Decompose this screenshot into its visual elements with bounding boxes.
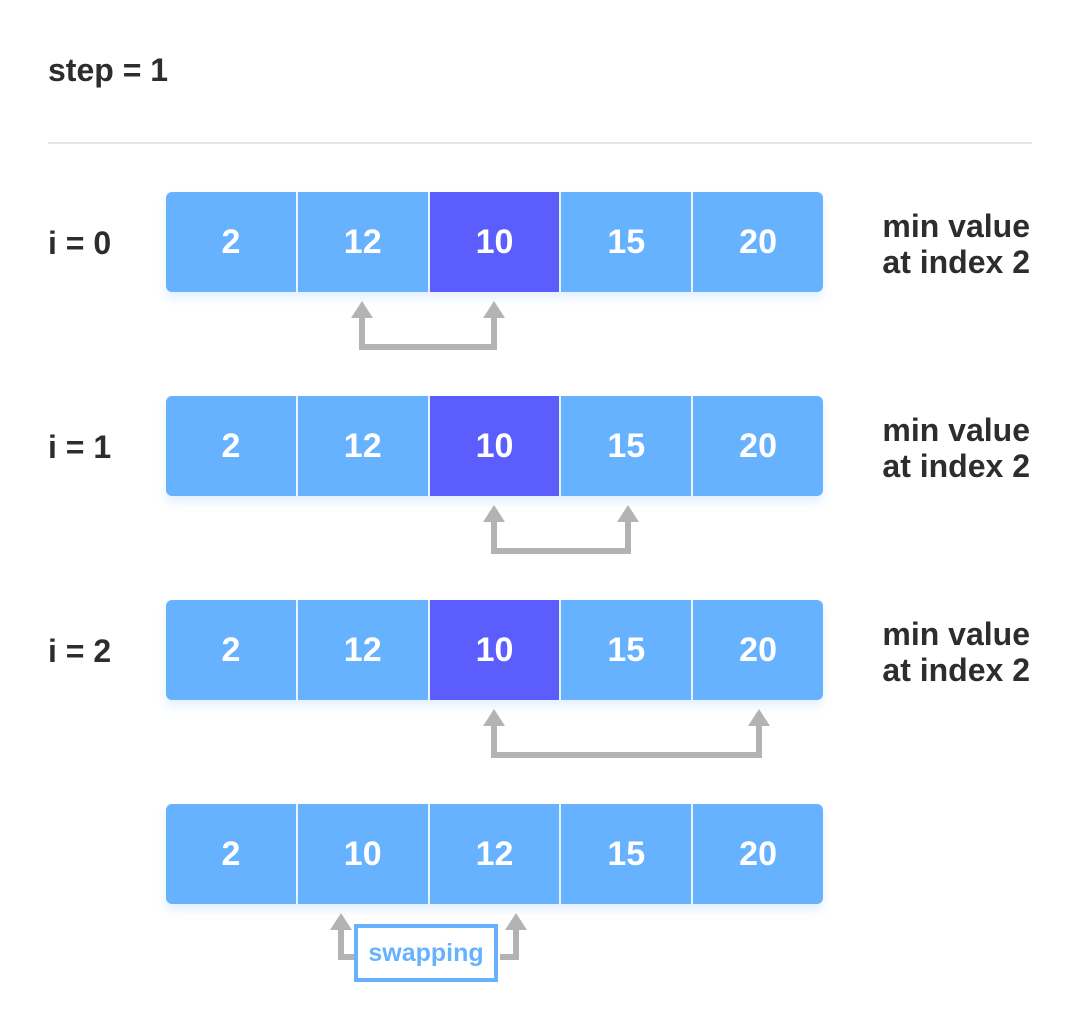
array-cell: 15 xyxy=(561,192,694,292)
min-note-line1: min value xyxy=(882,412,1030,448)
array-row-0: 2 12 10 15 20 xyxy=(166,192,823,292)
compare-connector xyxy=(491,516,631,554)
array-cell: 20 xyxy=(693,804,823,904)
array-cell: 20 xyxy=(693,192,823,292)
array-row-2: 2 12 10 15 20 xyxy=(166,600,823,700)
array-cell: 12 xyxy=(297,600,430,700)
divider xyxy=(48,142,1032,144)
arrow-head-icon xyxy=(617,505,639,522)
arrow-head-icon xyxy=(483,505,505,522)
min-note-line2: at index 2 xyxy=(882,244,1030,280)
array-cell: 2 xyxy=(166,192,298,292)
array-cell: 15 xyxy=(561,804,694,904)
min-note: min value at index 2 xyxy=(810,208,1030,280)
array-cell: 15 xyxy=(561,396,694,496)
swap-label: swapping xyxy=(354,924,498,982)
arrow-head-icon xyxy=(483,301,505,318)
arrow-head-icon xyxy=(748,709,770,726)
swap-connector xyxy=(338,928,356,960)
compare-connector xyxy=(359,312,497,350)
array-result: 2 10 12 15 20 xyxy=(166,804,823,904)
array-cell: 12 xyxy=(429,804,562,904)
array-cell: 12 xyxy=(297,192,430,292)
array-cell: 2 xyxy=(166,396,298,496)
array-cell: 2 xyxy=(166,600,298,700)
array-cell: 10 xyxy=(297,804,430,904)
arrow-head-icon xyxy=(351,301,373,318)
min-note-line1: min value xyxy=(882,616,1030,652)
array-cell: 12 xyxy=(297,396,430,496)
min-note: min value at index 2 xyxy=(810,412,1030,484)
min-note-line2: at index 2 xyxy=(882,448,1030,484)
compare-connector xyxy=(491,720,762,758)
array-cell: 2 xyxy=(166,804,298,904)
swap-connector xyxy=(500,928,519,960)
step-title: step = 1 xyxy=(48,52,169,88)
array-cell: 20 xyxy=(693,600,823,700)
row-label: i = 0 xyxy=(48,225,112,261)
arrow-head-icon xyxy=(505,913,527,930)
row-label: i = 2 xyxy=(48,633,112,669)
array-cell-min: 10 xyxy=(429,396,562,496)
arrow-head-icon xyxy=(483,709,505,726)
array-row-1: 2 12 10 15 20 xyxy=(166,396,823,496)
array-cell: 20 xyxy=(693,396,823,496)
row-label: i = 1 xyxy=(48,429,112,465)
min-note-line2: at index 2 xyxy=(882,652,1030,688)
arrow-head-icon xyxy=(330,913,352,930)
min-note: min value at index 2 xyxy=(810,616,1030,688)
array-cell-min: 10 xyxy=(429,192,562,292)
min-note-line1: min value xyxy=(882,208,1030,244)
array-cell: 15 xyxy=(561,600,694,700)
array-cell-min: 10 xyxy=(429,600,562,700)
